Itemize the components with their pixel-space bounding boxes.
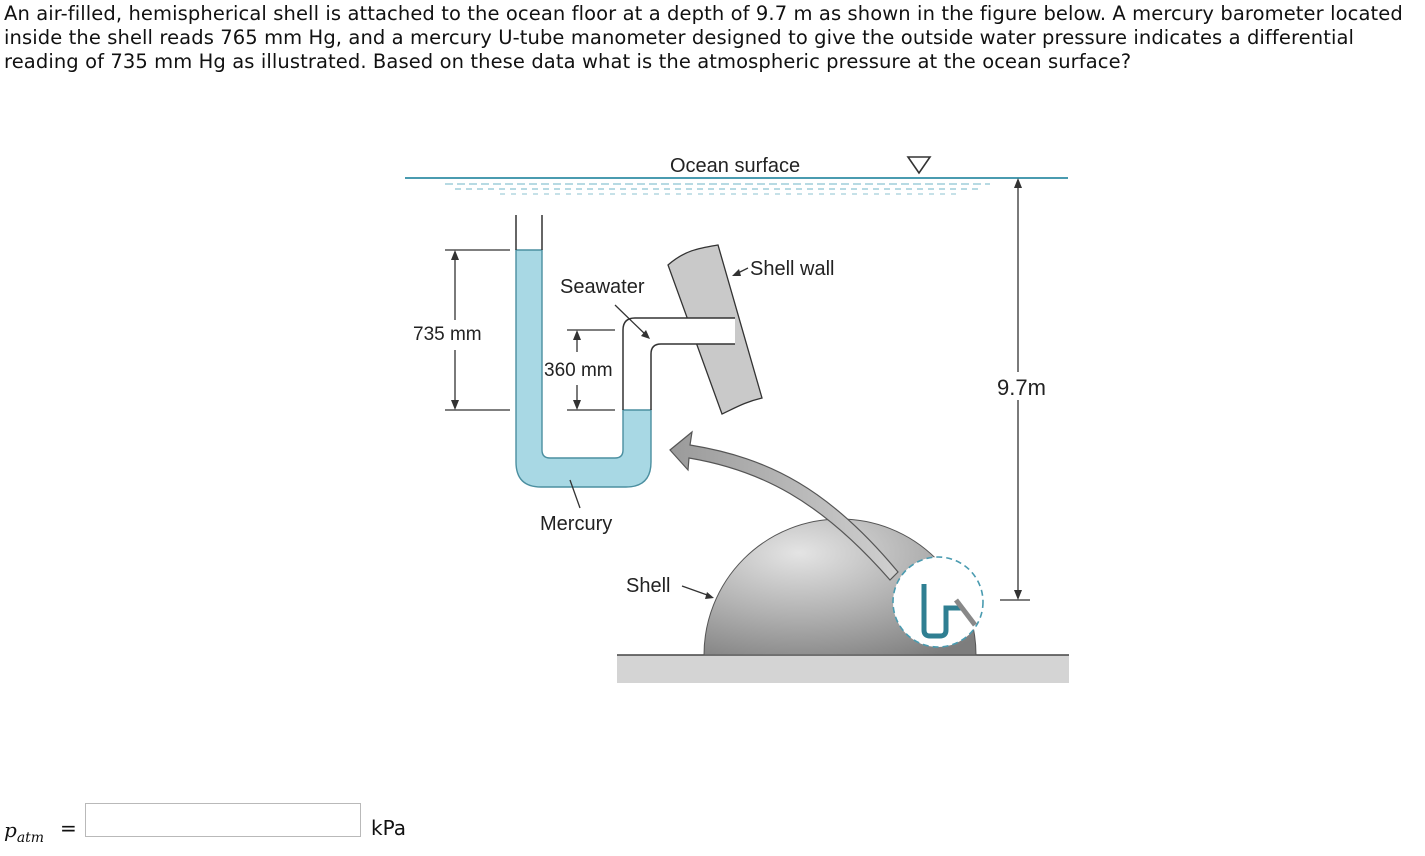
ocean-floor xyxy=(617,655,1069,683)
ocean-surface-label: Ocean surface xyxy=(670,155,800,177)
surface-triangle-icon xyxy=(906,156,932,175)
mercury-label: Mercury xyxy=(540,513,612,535)
dimension-depth xyxy=(1000,178,1030,601)
answer-row: patm = kPa xyxy=(0,800,600,846)
p-atm-label: patm xyxy=(4,818,45,846)
shell-wall-label: Shell wall xyxy=(750,258,834,280)
depth-label: 9.7m xyxy=(997,375,1046,400)
manometer-figure: Ocean surface xyxy=(400,140,1080,700)
dim-735-label: 735 mm xyxy=(413,324,482,345)
zoom-circle xyxy=(892,556,984,648)
zoom-arrow xyxy=(669,430,899,581)
ocean-surface xyxy=(405,156,1068,195)
figure-svg: Ocean surface xyxy=(405,155,1069,683)
seawater-label: Seawater xyxy=(560,276,645,298)
dim-360-label: 360 mm xyxy=(544,360,613,381)
u-tube-manometer xyxy=(515,215,735,488)
shell-label: Shell xyxy=(626,575,670,597)
dimension-360 xyxy=(567,329,615,411)
dimension-735 xyxy=(445,249,510,411)
answer-input[interactable] xyxy=(85,803,361,837)
question-text: An air-filled, hemispherical shell is at… xyxy=(4,2,1403,73)
unit-label: kPa xyxy=(371,816,406,840)
equals-sign: = xyxy=(60,816,77,840)
